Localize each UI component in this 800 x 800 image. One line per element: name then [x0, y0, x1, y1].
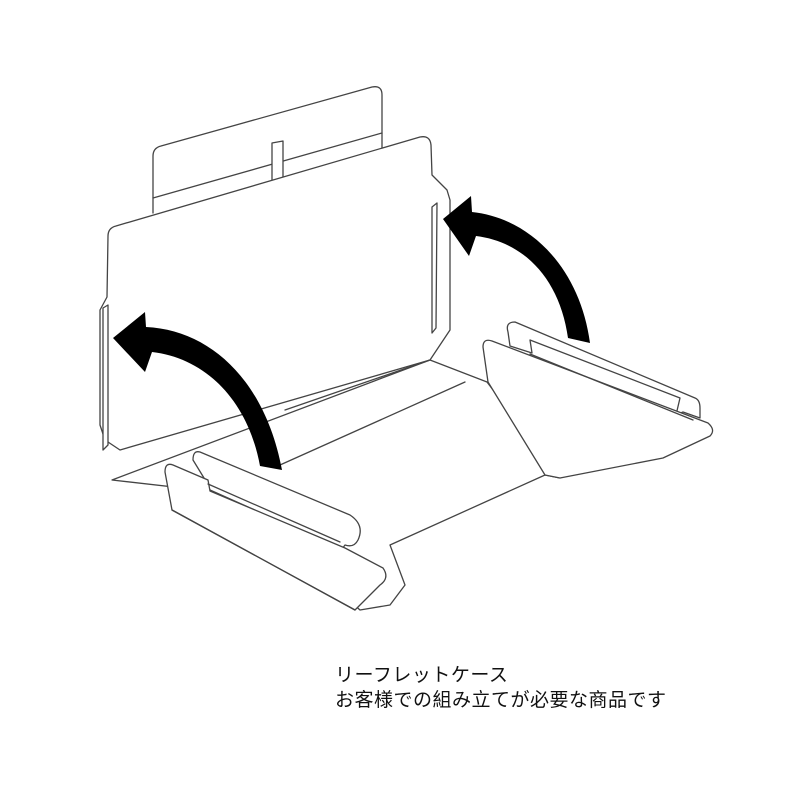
left-fold-arrow-icon — [113, 312, 282, 470]
product-name: リーフレットケース — [335, 664, 509, 686]
right-fold-arrow-icon — [443, 196, 590, 343]
assembly-note: お客様での組み立てが必要な商品です — [335, 689, 667, 711]
left-side-flap — [164, 451, 387, 611]
right-slot — [431, 202, 438, 334]
left-slot — [102, 304, 109, 451]
right-side-flap — [482, 321, 714, 479]
main-back-panel — [99, 136, 451, 451]
caption: リーフレットケース お客様での組み立てが必要な商品です — [335, 663, 667, 713]
